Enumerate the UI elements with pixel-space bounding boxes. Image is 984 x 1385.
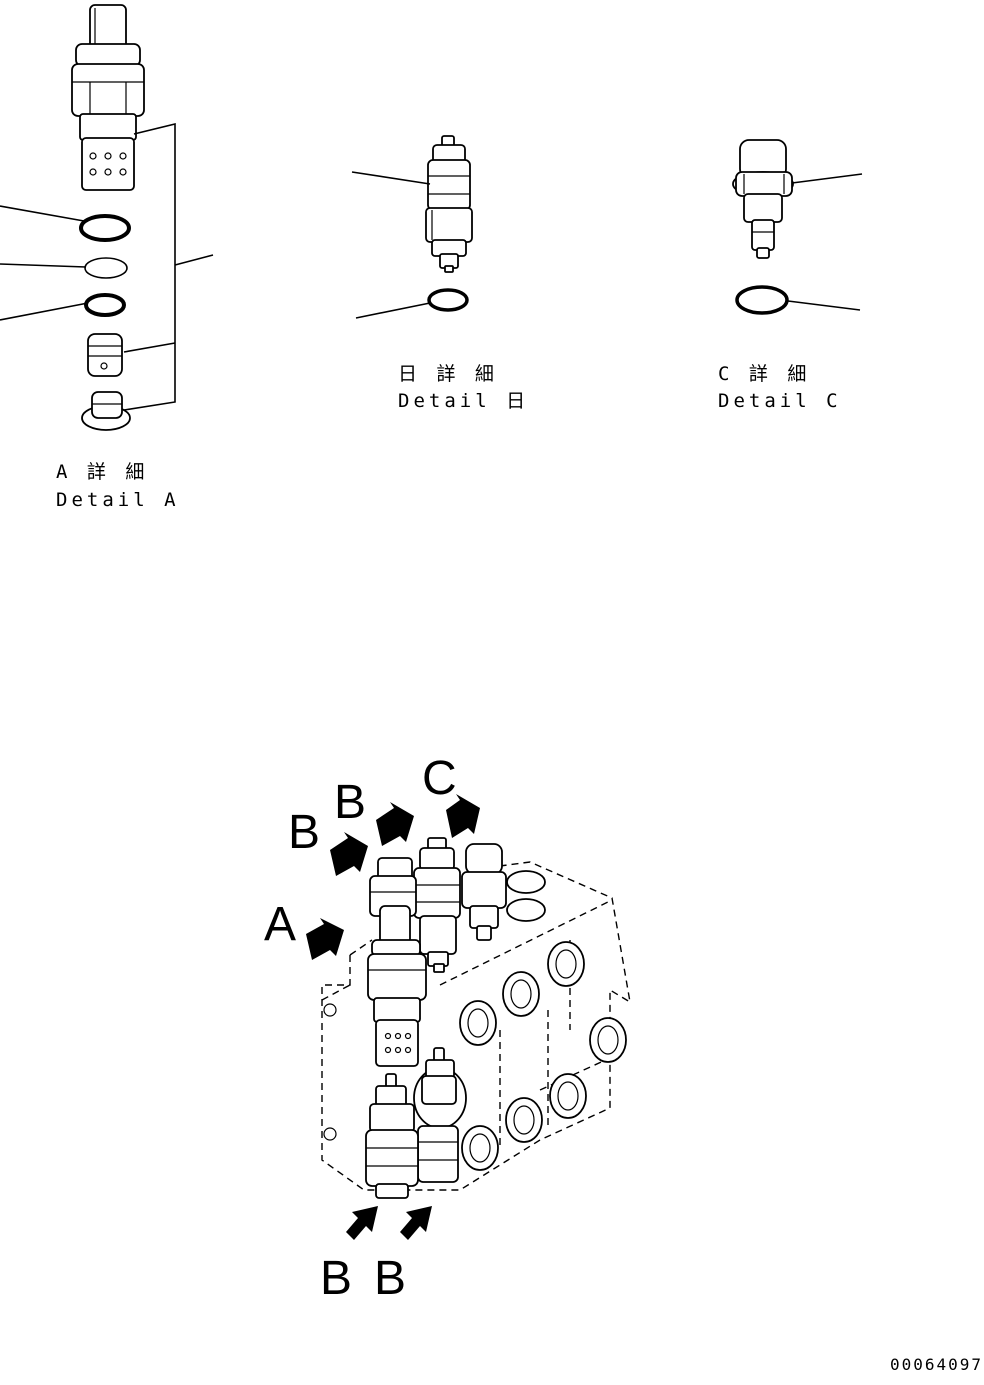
assembly-valve-b-top-right bbox=[413, 837, 461, 973]
drawing-number: 00064097 bbox=[890, 1355, 983, 1374]
callout-c-label: C bbox=[422, 752, 457, 805]
arrow-b-top-right bbox=[376, 802, 414, 846]
arrow-b-bottom-right bbox=[400, 1206, 432, 1240]
detail-c-caption-jp: C 詳 細 bbox=[718, 363, 810, 385]
detail-b-caption-jp: 日 詳 細 bbox=[398, 363, 498, 385]
detail-a-caption-jp: A 詳 細 bbox=[56, 461, 148, 483]
detail-a-leader-lines bbox=[0, 122, 214, 411]
detail-b-o-ring bbox=[427, 288, 469, 312]
detail-a-o-ring-large bbox=[79, 214, 131, 242]
detail-b-valve-cartridge bbox=[425, 135, 473, 273]
detail-b-leader-lines bbox=[351, 171, 431, 319]
detail-a-spool bbox=[87, 333, 123, 377]
assembly-plug-c bbox=[461, 843, 507, 941]
detail-a-group: A 詳 細 Detail A bbox=[0, 4, 214, 511]
detail-a-valve-cartridge bbox=[71, 4, 145, 191]
arrow-a bbox=[306, 918, 344, 960]
detail-b-group: 日 詳 細 Detail 日 bbox=[351, 135, 529, 412]
callout-b-top-right-label: B bbox=[334, 776, 366, 829]
detail-a-poppet bbox=[81, 391, 131, 431]
callout-a-label: A bbox=[264, 898, 296, 951]
control-valve-assembly: A B B C B B bbox=[264, 752, 631, 1305]
arrow-c bbox=[446, 794, 480, 838]
detail-b-caption-en: Detail 日 bbox=[398, 390, 529, 412]
detail-a-caption-en: Detail A bbox=[56, 489, 180, 511]
detail-c-plug bbox=[732, 139, 794, 259]
valve-ports bbox=[459, 870, 627, 1171]
callout-b-top-left-label: B bbox=[288, 806, 320, 859]
callout-b-bottom-right-label: B bbox=[374, 1252, 406, 1305]
detail-a-backup-ring bbox=[84, 257, 128, 279]
arrow-b-bottom-left bbox=[346, 1206, 378, 1240]
detail-c-group: C 詳 細 Detail C bbox=[718, 139, 863, 412]
detail-c-o-ring bbox=[735, 285, 789, 315]
assembly-valve-b-bottom-left bbox=[365, 1073, 419, 1199]
assembly-valve-b-bottom-right bbox=[413, 1047, 467, 1183]
assembly-valve-a bbox=[367, 905, 427, 1067]
detail-a-o-ring-small bbox=[84, 293, 126, 317]
detail-c-leader-lines bbox=[787, 173, 863, 311]
callout-b-bottom-left-label: B bbox=[320, 1252, 352, 1305]
arrow-b-top-left bbox=[330, 832, 368, 876]
detail-c-caption-en: Detail C bbox=[718, 390, 842, 412]
